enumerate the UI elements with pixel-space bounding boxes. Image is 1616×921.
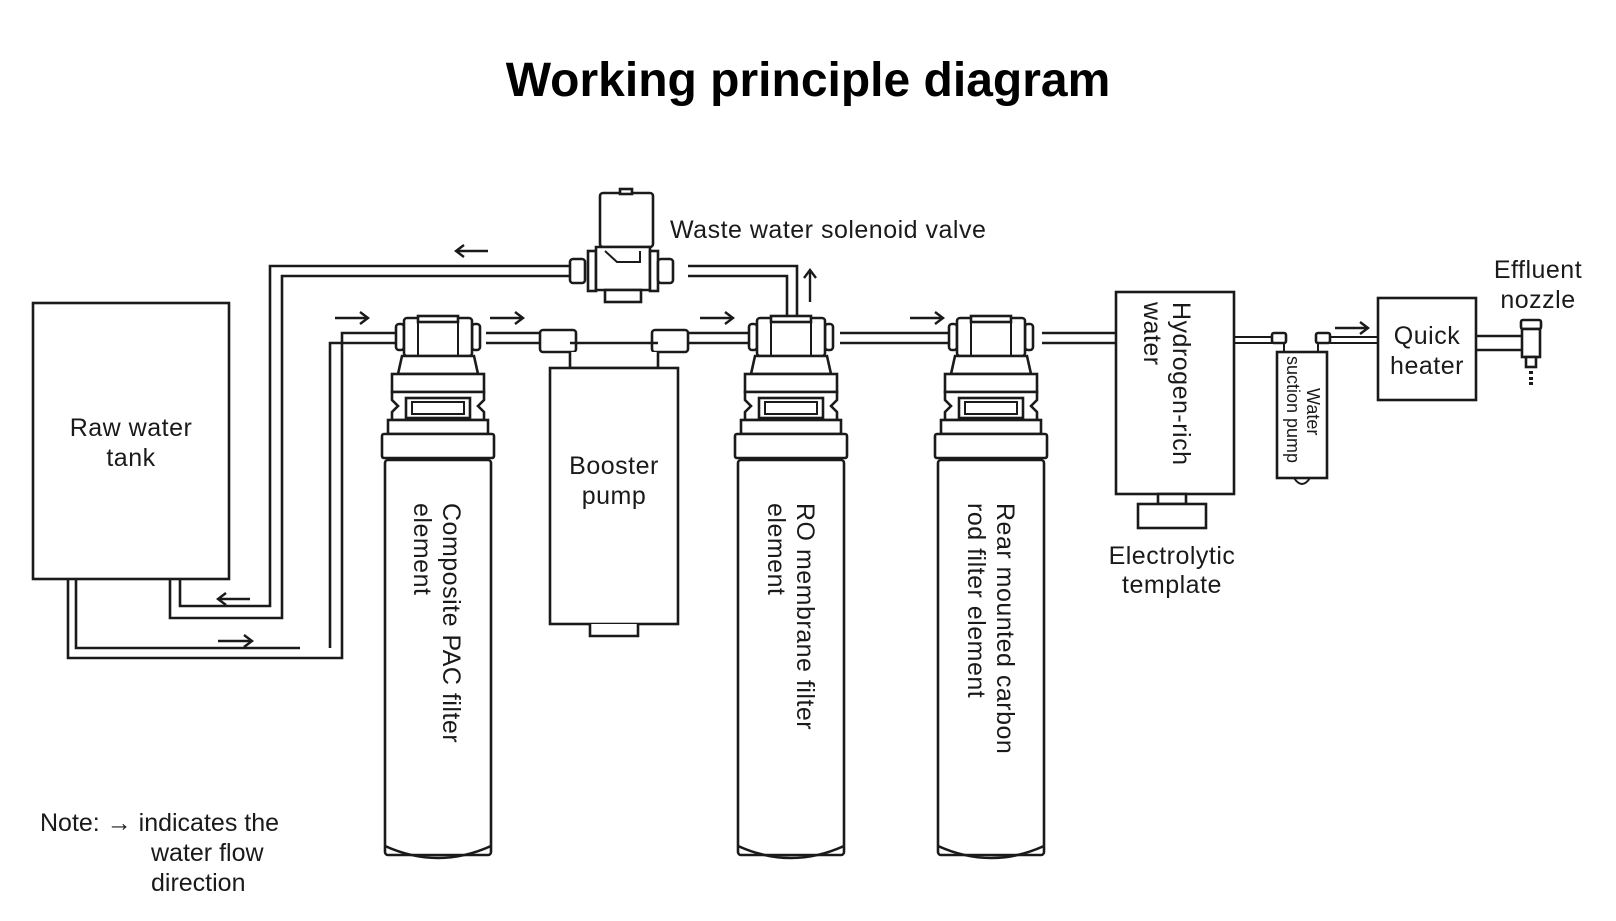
booster-pump-label-line2: pump: [582, 482, 647, 510]
carbon-filter-label-line1: Rear mounted carbon: [991, 503, 1019, 754]
arrow-right-tank-outlet: [218, 634, 254, 648]
carbon-filter-label-line2: rod filter element: [962, 503, 990, 698]
booster-pump-label-line1: Booster: [569, 452, 659, 480]
ro-filter-label-line2: element: [762, 503, 790, 595]
effluent-nozzle-label-line1: Effluent: [1494, 256, 1582, 284]
water-suction-pump: Water suction pump: [1270, 331, 1332, 485]
arrow-right-to-carbon: [910, 311, 945, 325]
arrow-right-to-ro: [700, 311, 735, 325]
raw-water-tank-label-line1: Raw water: [70, 414, 193, 442]
arrow-left-waste-top: [454, 244, 488, 258]
raw-water-tank: Raw water tank: [31, 301, 231, 581]
suction-pump-label-line1: Water: [1303, 388, 1323, 435]
note-line3: direction: [151, 869, 246, 897]
pipes: [66, 264, 1522, 660]
arrow-right-to-heater: [1335, 321, 1370, 335]
waste-valve-label: Waste water solenoid valve: [670, 216, 986, 244]
arrow-right-to-booster: [490, 311, 525, 325]
hydrogen-water-label-line2: water: [1138, 301, 1166, 366]
effluent-nozzle-label-line2: nozzle: [1500, 286, 1575, 314]
electrolytic-label-line1: Electrolytic: [1109, 542, 1236, 570]
arrow-up-waste: [803, 268, 817, 302]
hydrogen-rich-water-unit: Hydrogen-rich water Electrolytic templat…: [1109, 290, 1236, 599]
pac-filter-element: Composite PAC filter element: [380, 314, 496, 860]
quick-heater-label-line1: Quick: [1394, 322, 1460, 350]
note-line1: Note: → indicates the: [40, 809, 279, 837]
ro-membrane-filter-element: RO membrane filter element: [733, 314, 849, 860]
pac-filter-label-line2: element: [408, 503, 436, 595]
arrow-right-to-pac: [335, 311, 370, 325]
ro-filter-label-line1: RO membrane filter: [791, 503, 819, 730]
arrow-left-tank-return: [216, 592, 250, 606]
pac-filter-label-line1: Composite PAC filter: [437, 503, 465, 743]
diagram-title: Working principle diagram: [506, 54, 1111, 107]
waste-water-solenoid-valve: Waste water solenoid valve: [568, 187, 986, 304]
quick-heater: Quick heater: [1376, 296, 1478, 402]
electrolytic-label-line2: template: [1122, 571, 1222, 599]
carbon-rod-filter-element: Rear mounted carbon rod filter element: [933, 314, 1049, 860]
suction-pump-label-line2: suction pump: [1283, 356, 1303, 463]
legend-note: Note: → indicates the water flow directi…: [40, 809, 279, 897]
booster-pump: Booster pump: [538, 328, 690, 638]
effluent-nozzle: Effluent nozzle: [1494, 256, 1582, 385]
quick-heater-label-line2: heater: [1390, 352, 1464, 380]
flow-arrows: [216, 244, 1370, 648]
note-line2: water flow: [150, 839, 264, 867]
hydrogen-water-label-line1: Hydrogen-rich: [1167, 302, 1195, 466]
raw-water-tank-label-line2: tank: [106, 444, 155, 472]
